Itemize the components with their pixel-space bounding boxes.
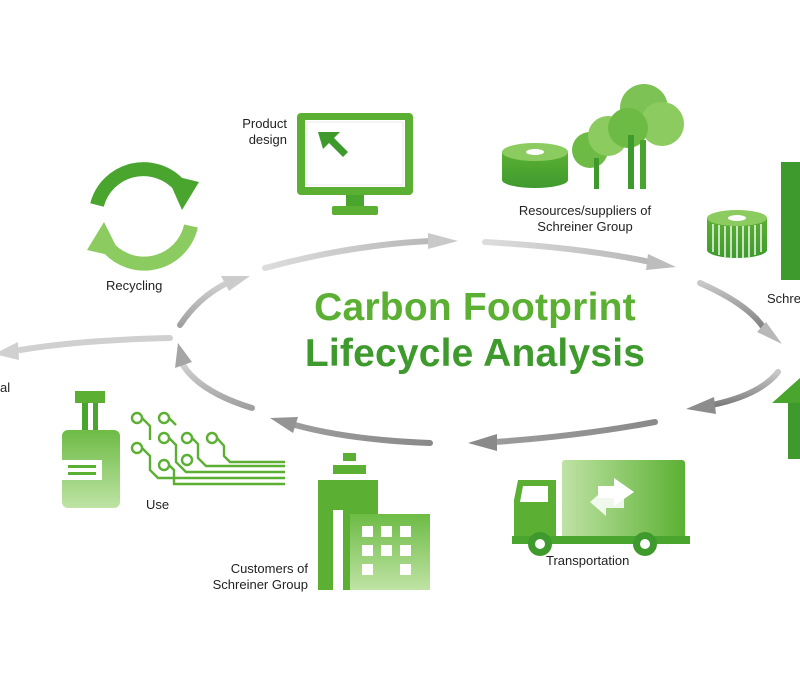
arrow-transport-to-customers [492,419,658,445]
arrow-design-to-resources [482,239,653,265]
arrowhead [686,397,716,414]
arrowhead [175,343,192,368]
arrow-use-to-recycling-lower [180,362,255,411]
cycle-arrows [0,233,782,451]
recycling-arrows-icon [87,162,199,271]
arrow-customers-to-use [292,422,433,446]
label-schreiner: Schre [767,291,800,306]
arrowhead [0,342,19,360]
arrow-recycling-to-design [262,238,433,271]
arrow-resources-to-schreiner [697,280,768,333]
title-line-1: Carbon Footprint [314,286,636,329]
arrow-use-to-recycling-upper [177,281,228,328]
arrow-schreiner-to-transport [709,369,781,408]
arrowhead [221,276,250,291]
label-transportation: Transportation [546,553,630,568]
monitor-cursor-icon [297,113,413,215]
arrowhead [757,322,782,344]
factory-building-icon [318,453,430,590]
label-use: Use [146,497,170,512]
title-line-2: Lifecycle Analysis [304,332,646,375]
arrowhead [646,254,676,270]
label-customers: Customers of Schreiner Group [212,561,308,592]
delivery-truck-icon [512,460,690,556]
label-product-design: Product design [242,116,287,147]
arrowhead [468,434,497,451]
bottle-circuit-icon [62,391,285,508]
diagram-title: Carbon Footprint Lifecycle Analysis [255,285,695,377]
disposal-bin-icon [772,378,800,459]
label-resources: Resources/suppliers of Schreiner Group [518,203,652,234]
label-disposal: al [0,380,11,395]
arrow-to-disposal [17,335,173,353]
arrowhead [428,233,458,249]
label-roll-building-icon [707,162,800,280]
label-recycling: Recycling [106,278,163,293]
arrowhead [270,417,298,433]
material-rolls-trees-icon [502,84,684,189]
